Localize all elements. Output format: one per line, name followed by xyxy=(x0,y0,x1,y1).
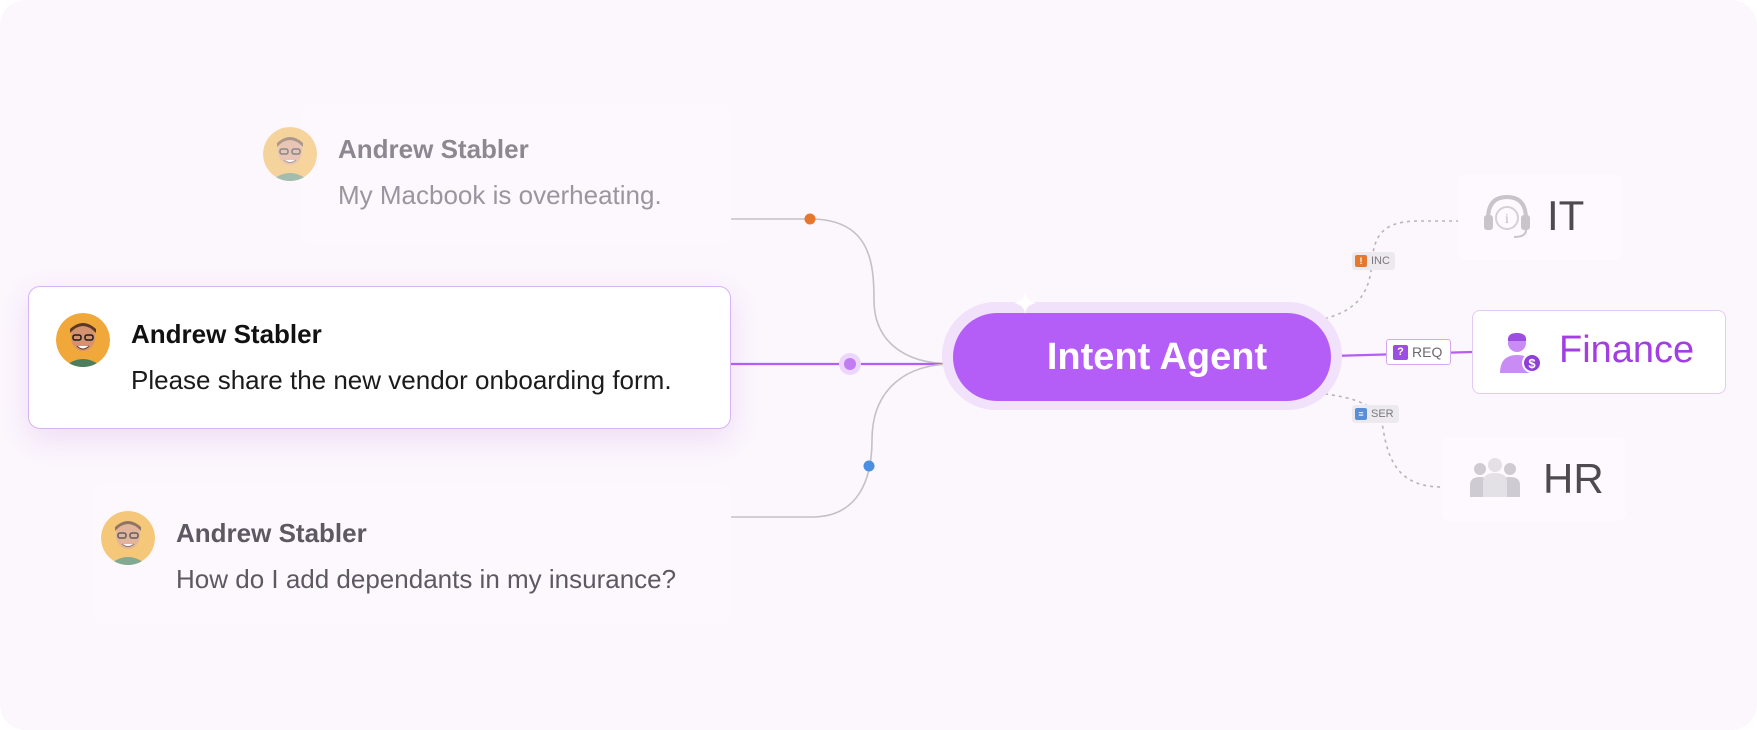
department-hr-label: HR xyxy=(1543,455,1604,502)
tag-inc-label: INC xyxy=(1371,255,1390,267)
connector-message-1 xyxy=(731,218,954,365)
tag-req-label: REQ xyxy=(1412,344,1443,360)
request-icon: ? xyxy=(1393,344,1408,360)
avatar-andrew-stabler xyxy=(263,127,317,181)
incident-icon: ! xyxy=(1355,255,1367,267)
tag-ser-label: SER xyxy=(1371,408,1394,420)
department-finance-label: Finance xyxy=(1559,329,1695,371)
service-icon: ≡ xyxy=(1355,408,1367,420)
tag-ser: ≡ SER xyxy=(1352,405,1399,423)
connector-dot-blue xyxy=(863,460,875,472)
svg-text:i: i xyxy=(1505,212,1509,227)
connector-it xyxy=(1317,220,1458,321)
message-3-sender: Andrew Stabler xyxy=(176,518,367,548)
message-card-1[interactable] xyxy=(300,104,731,245)
people-group-icon xyxy=(1470,458,1520,497)
headset-icon: i xyxy=(1484,194,1530,238)
department-it-label: IT xyxy=(1547,192,1585,239)
message-1-sender: Andrew Stabler xyxy=(338,134,529,164)
avatar-andrew-stabler xyxy=(56,313,110,367)
message-card-3[interactable] xyxy=(92,483,731,625)
sparkle-icon xyxy=(1014,292,1036,314)
connector-message-3 xyxy=(731,363,954,518)
message-card-2[interactable] xyxy=(28,286,731,429)
svg-text:$: $ xyxy=(1528,356,1536,371)
message-2-sender: Andrew Stabler xyxy=(131,319,322,349)
connector-dot-purple xyxy=(844,358,856,370)
connector-hr xyxy=(1317,392,1443,488)
connector-dot-orange xyxy=(804,213,816,225)
message-1-text: My Macbook is overheating. xyxy=(338,180,662,210)
intent-agent-node[interactable]: Intent Agent xyxy=(953,313,1331,401)
department-it[interactable]: i IT xyxy=(1458,174,1622,260)
message-3-text: How do I add dependants in my insurance? xyxy=(176,564,677,594)
finance-person-icon: $ xyxy=(1500,333,1542,373)
intent-agent-label: Intent Agent xyxy=(1046,335,1268,378)
message-2-text: Please share the new vendor onboarding f… xyxy=(131,365,672,395)
tag-inc: ! INC xyxy=(1352,252,1395,270)
avatar-andrew-stabler xyxy=(101,511,155,565)
tag-req: ? REQ xyxy=(1386,339,1452,365)
department-hr[interactable]: HR xyxy=(1442,437,1626,521)
department-finance[interactable]: $ Finance xyxy=(1472,310,1726,394)
